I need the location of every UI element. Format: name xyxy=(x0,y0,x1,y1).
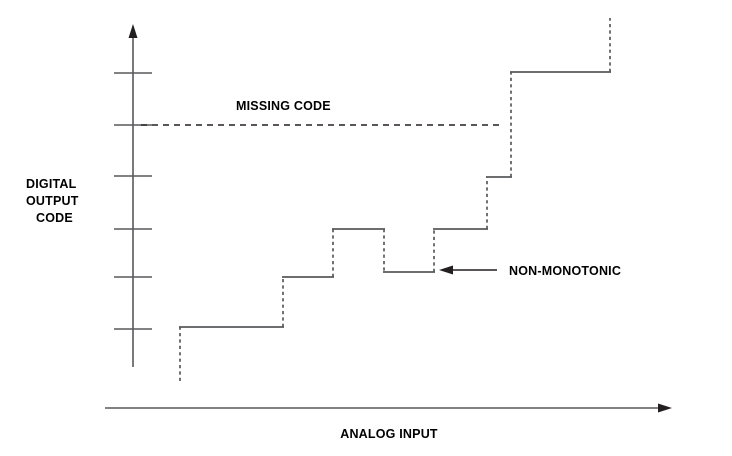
y-axis-label-line1: DIGITAL xyxy=(26,177,77,191)
y-axis-arrowhead-icon xyxy=(128,24,138,38)
x-axis-arrowhead-icon xyxy=(658,403,672,413)
y-axis-group xyxy=(114,24,152,367)
x-axis-label: ANALOG INPUT xyxy=(340,427,438,441)
y-axis-label-group: DIGITAL OUTPUT CODE xyxy=(26,177,79,225)
missing-code-label: MISSING CODE xyxy=(236,99,331,113)
y-axis-label-line2: OUTPUT xyxy=(26,194,79,208)
non-monotonic-label: NON-MONOTONIC xyxy=(509,264,621,278)
y-axis-label-line3: CODE xyxy=(36,211,73,225)
x-axis-group: ANALOG INPUT xyxy=(105,403,672,441)
non-monotonic-arrowhead-icon xyxy=(439,265,453,275)
non-monotonic-annotation-group: NON-MONOTONIC xyxy=(439,264,621,278)
transfer-curve-group xyxy=(179,18,611,381)
missing-code-group: MISSING CODE xyxy=(141,99,500,126)
